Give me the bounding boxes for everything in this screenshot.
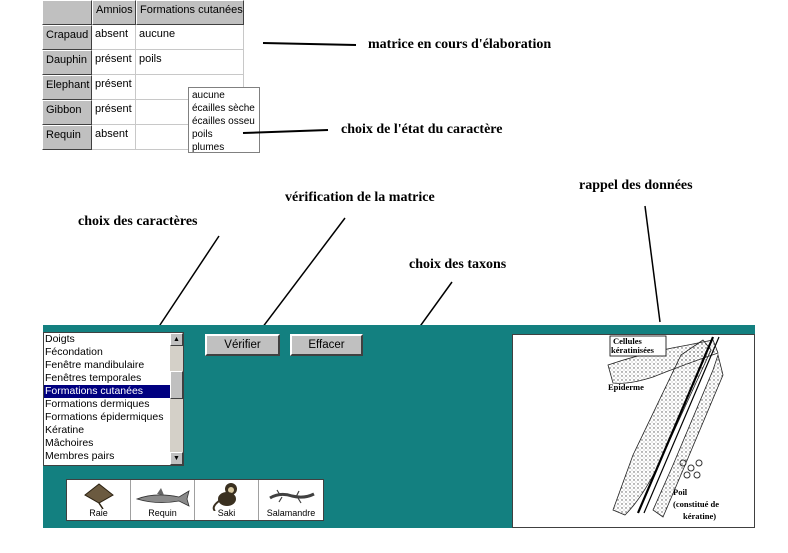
verify-button[interactable]: Vérifier (205, 334, 280, 356)
figure-label-hair: Poil (673, 487, 688, 497)
taxon-label: Saki (217, 508, 236, 518)
list-item[interactable]: Fenêtre mandibulaire (45, 359, 145, 371)
dropdown-option[interactable]: écailles osseu (192, 116, 255, 127)
figure-label-keratinized: kératinisées (611, 345, 654, 355)
scroll-thumb[interactable] (170, 371, 183, 399)
figure-label-cells: Cellules (613, 336, 642, 346)
annotation-characters: choix des caractères (78, 214, 198, 229)
list-item[interactable]: Formations épidermiques (45, 411, 164, 423)
annotation-verify: vérification de la matrice (285, 190, 435, 205)
matrix-row-header-dauphin[interactable]: Dauphin (42, 50, 92, 75)
taxon-saki[interactable]: Saki (195, 480, 259, 520)
matrix-header-amnios[interactable]: Amnios (92, 0, 136, 25)
matrix-cell[interactable]: présent (92, 50, 136, 75)
list-item[interactable]: Formations dermiques (45, 398, 150, 410)
list-item[interactable]: Fécondation (45, 346, 103, 358)
state-dropdown-list[interactable]: aucune écailles sèche écailles osseu poi… (188, 87, 260, 153)
list-item-selected[interactable]: Formations cutanées (44, 385, 183, 398)
taxon-label: Salamandre (266, 508, 316, 518)
matrix-cell[interactable]: poils (136, 50, 244, 75)
matrix-cell[interactable]: absent (92, 25, 136, 50)
taxon-salamandre[interactable]: Salamandre (259, 480, 323, 520)
matrix-header-formations[interactable]: Formations cutanées (136, 0, 244, 25)
hair-follicle-diagram (607, 335, 724, 518)
matrix-cell[interactable]: présent (92, 100, 136, 125)
list-item[interactable]: Fenêtres temporales (45, 372, 142, 384)
list-item[interactable]: Mâchoires (45, 437, 94, 449)
taxon-requin[interactable]: Requin (131, 480, 195, 520)
matrix-cell[interactable]: absent (92, 125, 136, 150)
figure-label-epidermis: Epiderme (608, 382, 644, 392)
matrix-corner-cell (42, 0, 92, 25)
taxa-selector: Raie Requin Saki Salamandre (66, 479, 324, 521)
dropdown-option[interactable]: poils (192, 129, 213, 140)
shark-icon (135, 488, 190, 507)
listbox-scrollbar[interactable]: ▲ ▼ (170, 333, 183, 465)
taxon-label: Raie (89, 508, 108, 518)
clear-button[interactable]: Effacer (290, 334, 363, 356)
matrix-cell[interactable]: présent (92, 75, 136, 100)
annotation-taxa: choix des taxons (409, 257, 507, 272)
dropdown-option[interactable]: écailles sèche (192, 103, 255, 114)
matrix-cell[interactable]: aucune (136, 25, 244, 50)
figure-label-hair-note2: kératine) (683, 511, 717, 521)
figure-label-hair-note1: (constitué de (673, 499, 720, 509)
data-recall-figure: Cellules kératinisées Epiderme Poil (con… (512, 334, 755, 528)
salamander-icon (269, 489, 315, 504)
monkey-icon (212, 483, 237, 511)
list-item[interactable]: Doigts (45, 333, 75, 345)
matrix-row-header-gibbon[interactable]: Gibbon (42, 100, 92, 125)
matrix-row-header-requin[interactable]: Requin (42, 125, 92, 150)
annotation-matrix: matrice en cours d'élaboration (368, 37, 552, 52)
ray-icon (84, 483, 114, 509)
taxon-raie[interactable]: Raie (67, 480, 131, 520)
taxon-label: Requin (148, 508, 177, 518)
scroll-down-icon[interactable]: ▼ (170, 452, 183, 465)
dropdown-option[interactable]: plumes (192, 142, 225, 153)
matrix-row-header-elephant[interactable]: Elephant (42, 75, 92, 100)
scroll-up-icon[interactable]: ▲ (170, 333, 183, 346)
character-listbox[interactable]: Doigts Fécondation Fenêtre mandibulaire … (43, 332, 184, 466)
dropdown-option[interactable]: aucune (192, 90, 225, 101)
list-item[interactable]: Membres pairs (45, 450, 115, 462)
annotation-data-recall: rappel des données (579, 178, 693, 193)
matrix-row-header-crapaud[interactable]: Crapaud (42, 25, 92, 50)
annotation-state-choice: choix de l'état du caractère (341, 122, 503, 137)
list-item[interactable]: Kératine (45, 424, 85, 436)
